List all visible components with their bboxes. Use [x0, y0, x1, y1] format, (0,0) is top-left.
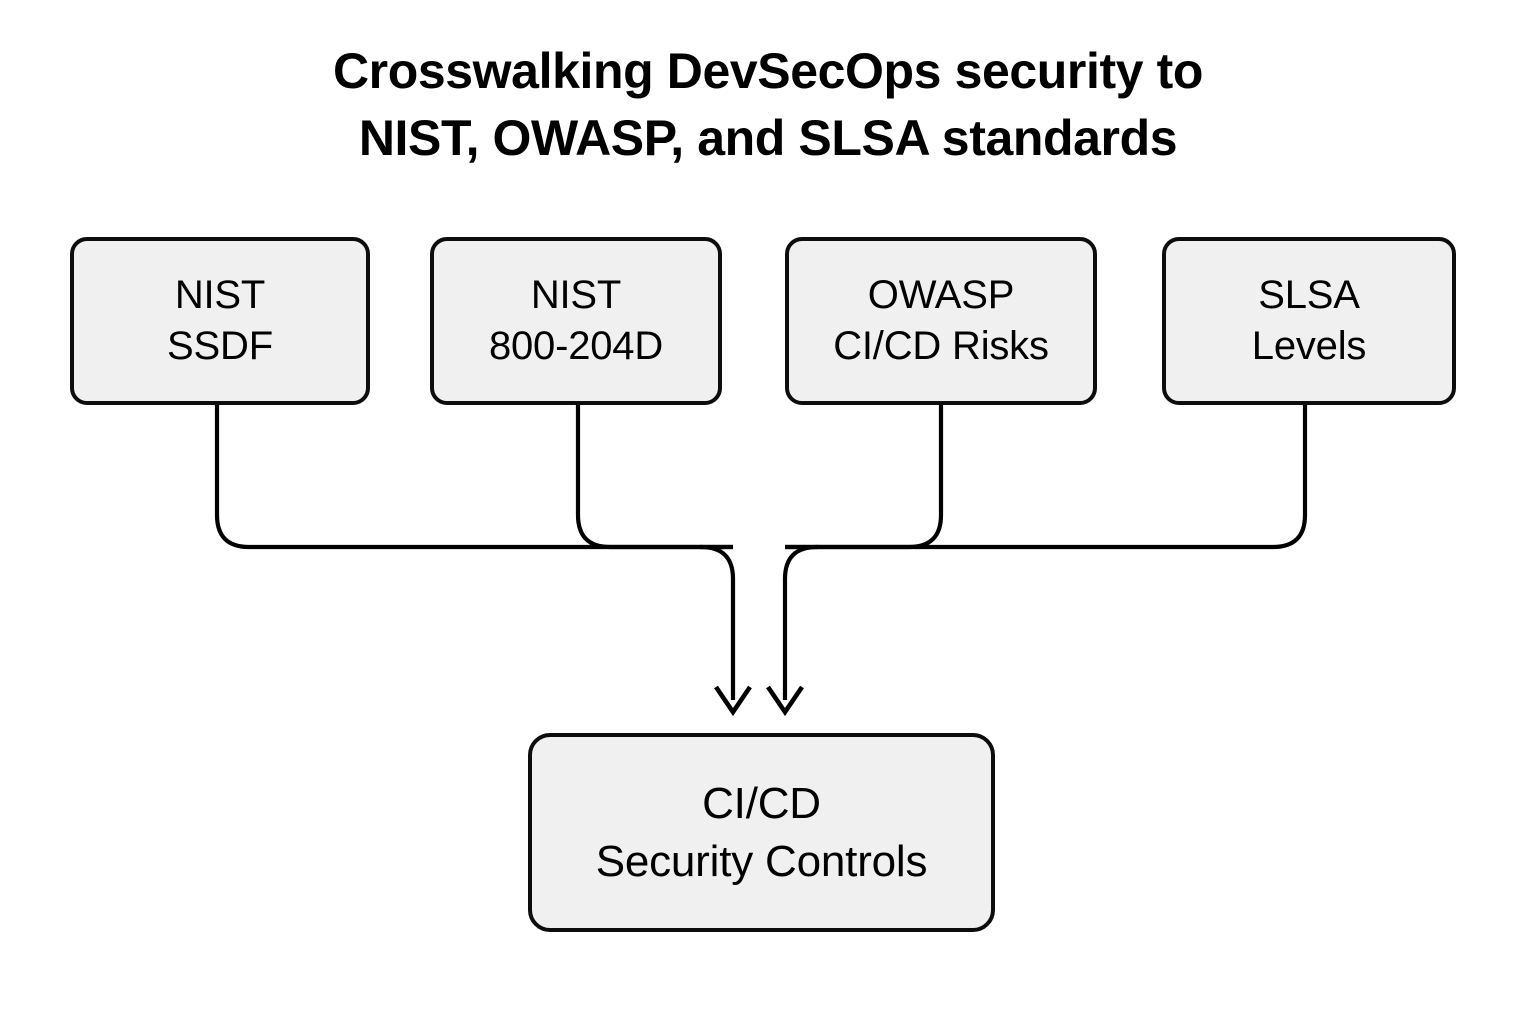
- node-cicd-security-controls[interactable]: CI/CD Security Controls: [528, 733, 995, 932]
- node-nist-800-204d-line-2: 800-204D: [488, 324, 664, 368]
- edge-nist-ssdf-to-cicd: [214, 405, 733, 550]
- node-nist-ssdf-line-1: NIST: [174, 272, 266, 317]
- node-cicd-security-controls-line-2: Security Controls: [595, 836, 928, 886]
- node-nist-ssdf[interactable]: NIST SSDF: [70, 237, 370, 405]
- arrowhead-right: [766, 685, 804, 717]
- edge-left-rail-descend: [698, 544, 736, 700]
- arrowhead-left: [714, 685, 752, 717]
- node-slsa-levels-line-2: Levels: [1251, 324, 1367, 368]
- node-nist-ssdf-line-2: SSDF: [167, 324, 273, 368]
- edge-right-rail-descend: [782, 544, 820, 700]
- node-nist-800-204d[interactable]: NIST 800-204D: [430, 237, 722, 405]
- node-owasp-cicd-risks[interactable]: OWASP CI/CD Risks: [785, 237, 1097, 405]
- node-owasp-cicd-risks-line-2: CI/CD Risks: [833, 324, 1049, 368]
- node-nist-800-204d-line-1: NIST: [530, 272, 622, 317]
- edge-nist-800204d-to-cicd: [575, 405, 733, 550]
- node-slsa-levels-line-1: SLSA: [1258, 272, 1360, 317]
- edge-owasp-cicd-to-cicd: [785, 405, 944, 550]
- node-owasp-cicd-risks-line-1: OWASP: [867, 272, 1015, 317]
- diagram-title-line-2: NIST, OWASP, and SLSA standards: [358, 109, 1178, 166]
- edge-slsa-levels-to-cicd: [785, 405, 1308, 550]
- node-slsa-levels[interactable]: SLSA Levels: [1162, 237, 1456, 405]
- diagram-title: Crosswalking DevSecOps security to NIST,…: [0, 38, 1536, 171]
- diagram-title-line-1: Crosswalking DevSecOps security to: [332, 43, 1204, 99]
- node-cicd-security-controls-line-1: CI/CD: [702, 779, 821, 829]
